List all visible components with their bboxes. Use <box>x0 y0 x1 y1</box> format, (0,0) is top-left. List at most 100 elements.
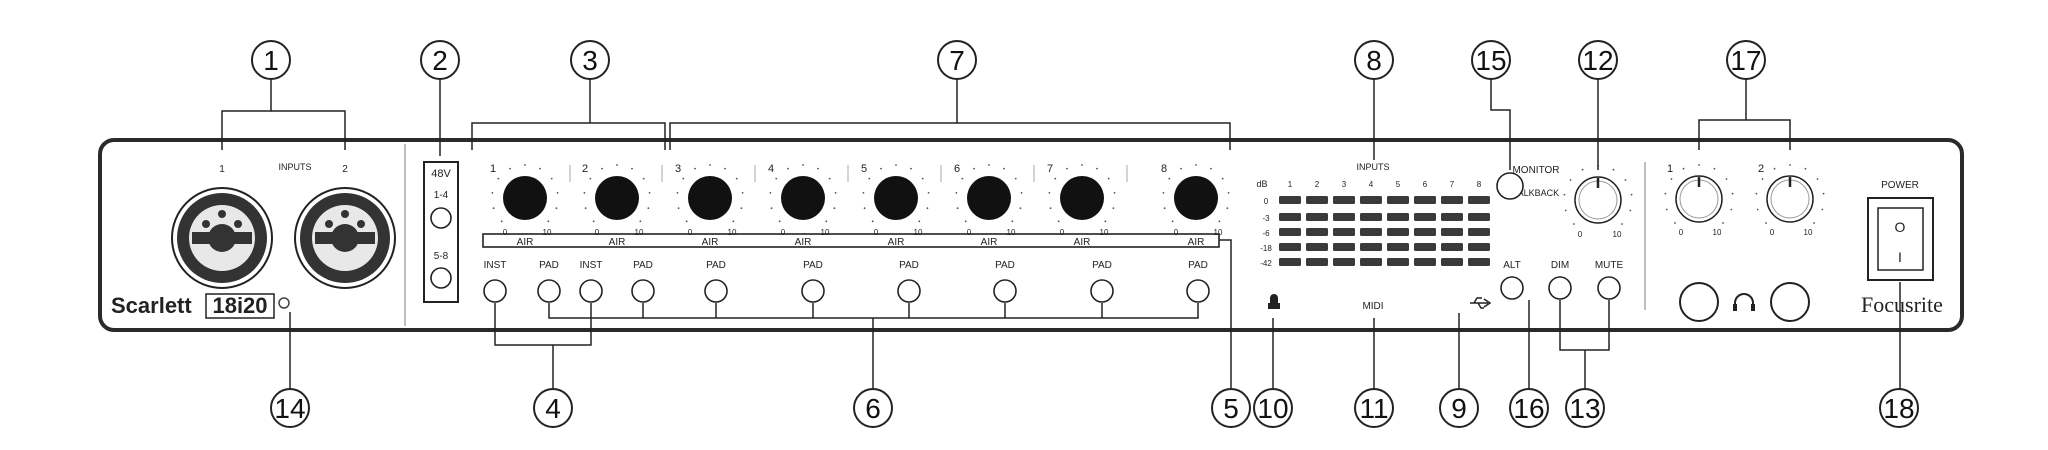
headphone-jack[interactable] <box>1770 282 1810 322</box>
gain-scale-min: 0 <box>1174 228 1179 237</box>
air-label: AIR <box>609 237 626 248</box>
talkback-button[interactable] <box>1496 172 1524 200</box>
gain-knob[interactable] <box>1174 176 1218 220</box>
gain-knob-scale-tick <box>589 177 592 180</box>
meter-segment <box>1387 196 1409 204</box>
gain-knob-scale-tick <box>817 167 819 170</box>
headphone-jack[interactable] <box>1679 282 1719 322</box>
callout-circle <box>1253 388 1293 428</box>
xlr-slot <box>315 232 375 244</box>
gain-channel-number: 8 <box>1161 163 1167 175</box>
gain-knob[interactable] <box>688 176 732 220</box>
xlr-pin <box>341 210 349 218</box>
xlr-pin <box>218 210 226 218</box>
callout-circle <box>1354 388 1394 428</box>
monitor-scale-min: 0 <box>1578 230 1583 239</box>
headphone-level-knob-scale-tick <box>1773 167 1776 170</box>
gain-knob-scale-tick <box>825 220 828 223</box>
headphone-level-knob-scale-tick <box>1682 167 1685 170</box>
alt-button[interactable] <box>1500 276 1524 300</box>
pad-button[interactable] <box>631 279 655 303</box>
headphone-level-knob[interactable] <box>1766 175 1814 223</box>
gain-knob-scale-tick <box>955 191 958 194</box>
meter-segment <box>1306 213 1328 221</box>
gain-scale-max: 10 <box>821 228 830 237</box>
meter-segment <box>1387 258 1409 266</box>
meter-segment <box>1306 258 1328 266</box>
gain-knob-scale-tick <box>735 177 738 180</box>
pad-button-label: PAD <box>706 260 726 271</box>
air-label: AIR <box>1188 237 1205 248</box>
monitor-knob[interactable] <box>1574 176 1622 224</box>
monitor-knob-scale-tick <box>1569 179 1572 181</box>
callout-7-bracket <box>669 122 1231 150</box>
gain-channel-number: 7 <box>1047 163 1053 175</box>
meter-segment <box>1279 213 1301 221</box>
pad-button-label: PAD <box>633 260 653 271</box>
meter-segment <box>1468 196 1490 204</box>
callout-number: 11 <box>1359 393 1388 424</box>
pad-button[interactable] <box>1186 279 1210 303</box>
meter-segment <box>1468 228 1490 236</box>
lock-icon <box>1268 294 1280 309</box>
inst-button[interactable] <box>483 279 507 303</box>
callout-number: 3 <box>582 45 598 76</box>
gain-knob-scale-tick <box>988 164 990 166</box>
gain-knob-scale-tick <box>926 207 929 210</box>
meter-segment <box>1414 196 1436 204</box>
gain-knob[interactable] <box>874 176 918 220</box>
headphone-level-knob[interactable] <box>1675 175 1723 223</box>
headphone-level-knob-scale-tick <box>1674 222 1676 224</box>
headphone-level-knob-scale-tick <box>1722 222 1724 224</box>
mute-button[interactable] <box>1597 276 1621 300</box>
gain-knob[interactable] <box>1060 176 1104 220</box>
model-badge <box>205 293 275 319</box>
gain-knob-scale-tick <box>802 164 804 166</box>
gain-knob[interactable] <box>781 176 825 220</box>
gain-channel-number: 5 <box>861 163 867 175</box>
pad-button[interactable] <box>704 279 728 303</box>
meter-segment <box>1414 258 1436 266</box>
meter-channel-number: 8 <box>1477 180 1482 189</box>
callout-number: 7 <box>949 45 965 76</box>
pad-button[interactable] <box>801 279 825 303</box>
pad-button[interactable] <box>537 279 561 303</box>
dim-button[interactable] <box>1548 276 1572 300</box>
gain-knob-scale-tick <box>1096 167 1098 170</box>
gain-knob[interactable] <box>503 176 547 220</box>
pad-button[interactable] <box>897 279 921 303</box>
phantom-power-box <box>423 161 459 303</box>
headphone-level-knob-scale-tick <box>1756 208 1759 211</box>
gain-scale-min: 0 <box>781 228 786 237</box>
xlr-input-number: 2 <box>342 164 348 175</box>
air-label: AIR <box>702 237 719 248</box>
meter-segment <box>1333 258 1355 266</box>
gain-knob-scale-tick <box>1081 164 1083 166</box>
gain-knob-scale-tick <box>871 220 874 223</box>
meter-segment <box>1468 243 1490 251</box>
phantom-power-5-8-button[interactable] <box>430 267 452 289</box>
callout-number: 18 <box>1883 393 1914 424</box>
gain-knob-scale-tick <box>1057 220 1060 223</box>
air-label: AIR <box>981 237 998 248</box>
inst-button[interactable] <box>579 279 603 303</box>
gain-knob[interactable] <box>967 176 1011 220</box>
gain-scale-min: 0 <box>967 228 972 237</box>
pad-button[interactable] <box>1090 279 1114 303</box>
power-switch[interactable] <box>1877 207 1924 271</box>
phantom-power-1-4-button[interactable] <box>430 207 452 229</box>
headphone-number: 2 <box>1758 163 1764 175</box>
gain-scale-max: 10 <box>914 228 923 237</box>
gain-scale-max: 10 <box>543 228 552 237</box>
headphone-scale-max: 10 <box>1713 228 1722 237</box>
db-scale-label: 0 <box>1264 197 1269 206</box>
callout-circle <box>1211 388 1251 428</box>
gain-knob-scale-tick <box>1003 167 1005 170</box>
gain-scale-max: 10 <box>728 228 737 237</box>
gain-knob-scale-tick <box>918 220 921 223</box>
gain-knob[interactable] <box>595 176 639 220</box>
pad-button[interactable] <box>993 279 1017 303</box>
power-label: POWER <box>1881 180 1919 191</box>
xlr-slot <box>192 232 252 244</box>
gain-channel-number: 4 <box>768 163 774 175</box>
